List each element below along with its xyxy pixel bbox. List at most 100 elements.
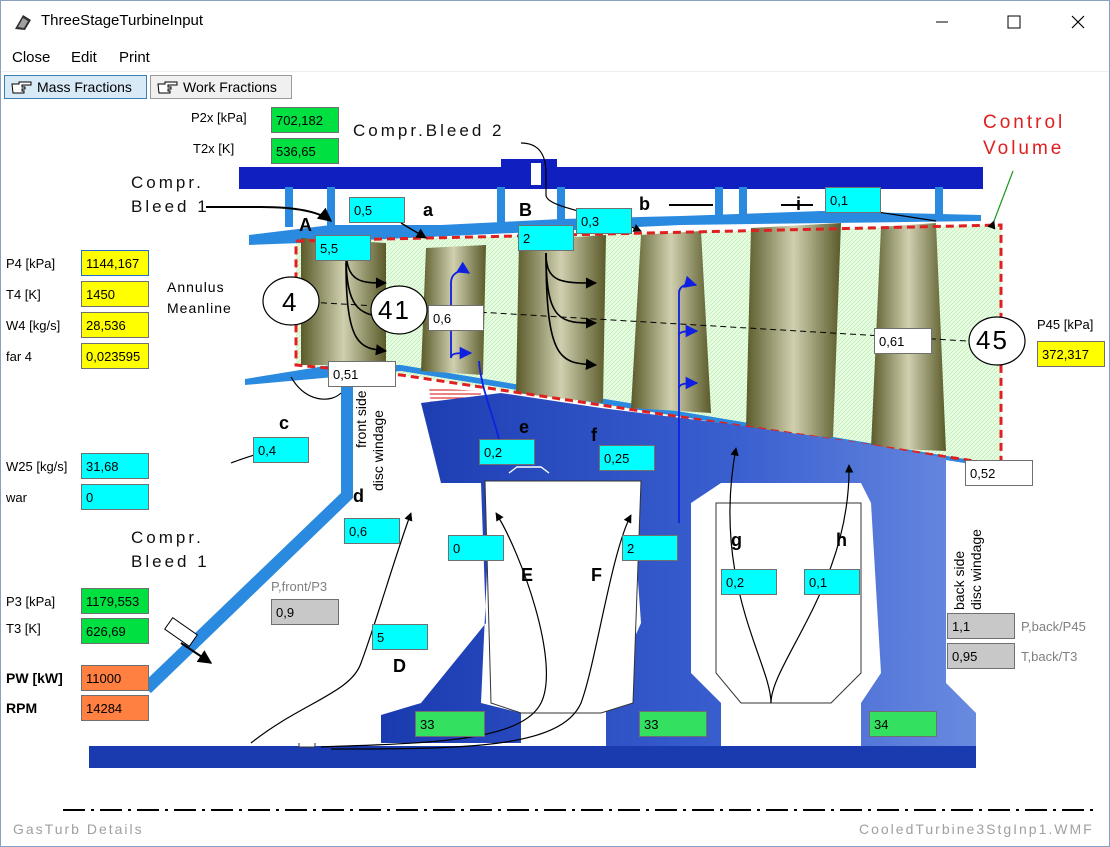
- bleed-pipe-i2: [739, 187, 747, 215]
- menu-edit[interactable]: Edit: [71, 49, 97, 66]
- bleed-A-input[interactable]: 5,5: [315, 235, 371, 261]
- letter-D: D: [393, 656, 406, 676]
- D-input[interactable]: 5: [372, 624, 428, 650]
- d-input[interactable]: 0,6: [344, 518, 400, 544]
- flow-arrow-blue: [678, 275, 698, 523]
- letter-a: a: [423, 200, 434, 220]
- letter-e: e: [519, 417, 530, 437]
- bleed-pipe-c: [141, 378, 353, 693]
- casing-port: [501, 159, 557, 171]
- label-w4: W4 [kg/s]: [6, 318, 61, 333]
- shaft: [89, 746, 976, 768]
- station-45-label: 45: [976, 325, 1009, 355]
- pw-input[interactable]: 11000: [81, 665, 149, 691]
- disc-3-input[interactable]: 34: [869, 711, 937, 737]
- label-front-windage-1: front side: [353, 390, 369, 448]
- bleed-pipe-end: [935, 187, 943, 217]
- E-input[interactable]: 0: [448, 535, 504, 561]
- pfront-input[interactable]: 0,9: [271, 599, 339, 625]
- e-input[interactable]: 0,2: [479, 439, 535, 465]
- label-compr-bleed-2: Compr.Bleed 2: [353, 121, 505, 140]
- close-window-button[interactable]: [1055, 5, 1101, 39]
- maximize-icon: [1007, 15, 1021, 29]
- tab-label: Mass Fractions: [37, 79, 132, 95]
- f-input[interactable]: 0,25: [599, 445, 655, 471]
- value-0-61-field[interactable]: 0,61: [874, 328, 932, 354]
- bleed-a-input[interactable]: 0,5: [349, 197, 405, 223]
- bleed-pipe-a: [285, 187, 293, 227]
- c-input[interactable]: 0,4: [253, 437, 309, 463]
- label-war: war: [6, 490, 27, 505]
- flow-arrow: [345, 262, 388, 356]
- g-input[interactable]: 0,2: [721, 569, 777, 595]
- casing: [239, 167, 983, 189]
- label-pback: P,back/P45: [1021, 619, 1086, 634]
- tab-bar: Mass Fractions Work Fractions: [1, 71, 1109, 104]
- w25-input[interactable]: 31,68: [81, 453, 149, 479]
- title-bar: ThreeStageTurbineInput: [1, 1, 1109, 43]
- cooling-path-h: [770, 464, 854, 704]
- maximize-button[interactable]: [991, 5, 1037, 39]
- h-input[interactable]: 0,1: [804, 569, 860, 595]
- station-4-marker: [262, 276, 320, 326]
- letter-c: c: [279, 413, 290, 433]
- p45-input[interactable]: 372,317: [1037, 341, 1105, 367]
- tab-work-fractions[interactable]: Work Fractions: [150, 75, 292, 99]
- rpm-input[interactable]: 14284: [81, 695, 149, 721]
- w4-input[interactable]: 28,536: [81, 312, 149, 338]
- bleed-pipe-a2: [327, 187, 335, 227]
- label-back-windage-1: back side: [951, 550, 967, 610]
- letter-E: E: [521, 565, 534, 585]
- tback-input[interactable]: 0,95: [947, 643, 1015, 669]
- flow-arrow-blue: [678, 376, 699, 390]
- value-0-51-field[interactable]: 0,51: [328, 361, 396, 387]
- value-0-6-field[interactable]: 0,6: [428, 305, 484, 331]
- value-0-52-field[interactable]: 0,52: [965, 460, 1033, 486]
- seal-fins-e: [508, 466, 550, 474]
- p2x-input[interactable]: 702,182: [271, 107, 339, 133]
- bleed-i-input[interactable]: 0,1: [825, 187, 881, 213]
- menu-bar: Close Edit Print: [1, 43, 1109, 71]
- letter-A: A: [299, 215, 312, 235]
- menu-close[interactable]: Close: [12, 49, 51, 66]
- turbine-diagram-canvas: P2x [kPa] T2x [K] Compr.Bleed 2 Control …: [1, 103, 1109, 846]
- cavity-g: [715, 502, 862, 704]
- leader-bleed-1: [206, 206, 333, 222]
- letter-f: f: [591, 425, 597, 445]
- label-back-windage-2: disc windage: [968, 529, 984, 610]
- disc-2-input[interactable]: 33: [639, 711, 707, 737]
- t2x-input[interactable]: 536,65: [271, 138, 339, 164]
- vane-1: [301, 238, 386, 365]
- bleed-b-input[interactable]: 0,3: [576, 208, 632, 234]
- label-compr-bleed-1b-2: Bleed 1: [131, 552, 210, 571]
- control-volume-boundary: [294, 223, 1003, 467]
- pback-input[interactable]: 1,1: [947, 613, 1015, 639]
- leader-a: [400, 222, 427, 239]
- letter-B: B: [519, 200, 532, 220]
- station-41-marker: [370, 285, 428, 335]
- bleed-pipe-i: [715, 187, 723, 215]
- disc-1-input[interactable]: 33: [415, 711, 485, 737]
- label-p4: P4 [kPa]: [6, 256, 56, 271]
- bleed-pipe-b2: [557, 187, 565, 223]
- p4-input[interactable]: 1144,167: [81, 250, 149, 276]
- tab-mass-fractions[interactable]: Mass Fractions: [4, 75, 147, 99]
- far4-input[interactable]: 0,023595: [81, 343, 149, 369]
- minimize-button[interactable]: [919, 5, 965, 39]
- war-input[interactable]: 0: [81, 484, 149, 510]
- window-title: ThreeStageTurbineInput: [41, 12, 204, 29]
- flow-arrow-blue: [678, 324, 699, 338]
- letter-d: d: [353, 486, 364, 506]
- menu-print[interactable]: Print: [119, 49, 150, 66]
- flow-arrow-blue: [450, 261, 471, 358]
- p3-input[interactable]: 1179,553: [81, 588, 149, 614]
- label-annulus-2: Meanline: [167, 300, 232, 316]
- bleed-B-input[interactable]: 2: [518, 225, 574, 251]
- casing-port-hole: [531, 163, 541, 185]
- pointing-hand-icon: [11, 81, 32, 94]
- t3-input[interactable]: 626,69: [81, 618, 149, 644]
- F-input[interactable]: 2: [622, 535, 678, 561]
- letter-b: b: [639, 194, 650, 214]
- t4-input[interactable]: 1450: [81, 281, 149, 307]
